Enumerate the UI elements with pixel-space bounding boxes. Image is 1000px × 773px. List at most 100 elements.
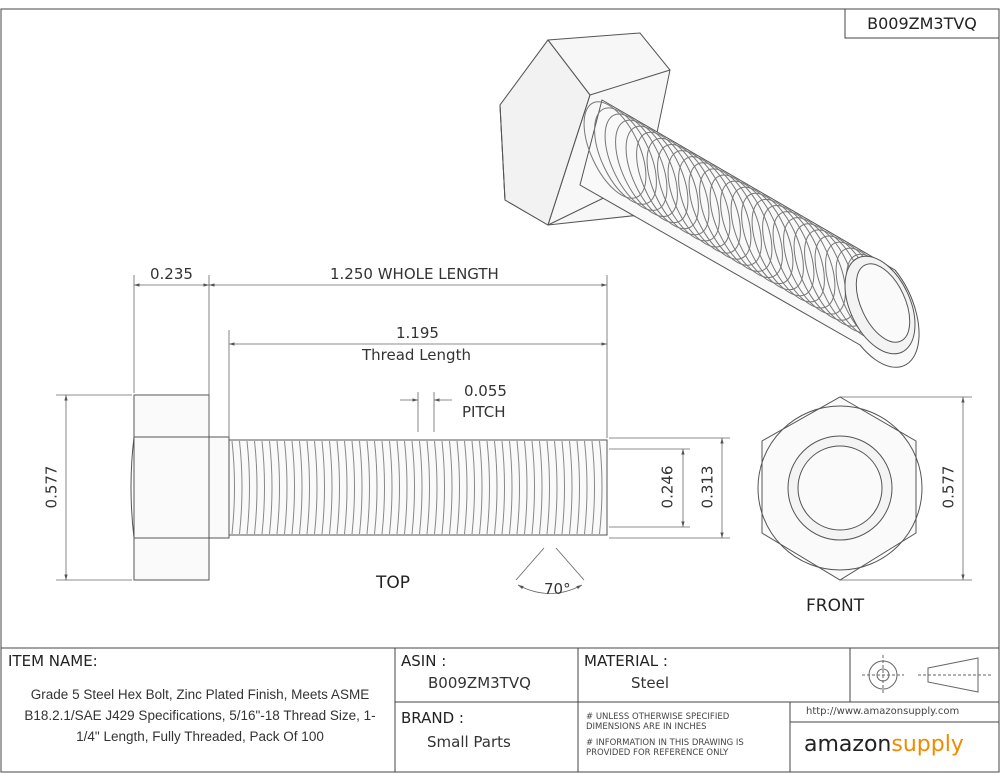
thread-line bbox=[509, 440, 513, 535]
thread-line bbox=[374, 440, 378, 535]
note-marker: # bbox=[586, 712, 594, 722]
thread-line bbox=[501, 440, 505, 535]
thread-line bbox=[261, 440, 265, 535]
thread-line bbox=[594, 107, 657, 205]
thread-line bbox=[441, 440, 445, 535]
head-width-top-dim: 0.577 bbox=[42, 465, 61, 509]
thread-line bbox=[396, 440, 400, 535]
thread-line bbox=[231, 440, 235, 535]
thread-line bbox=[411, 440, 415, 535]
thread-length-value: 1.195 bbox=[396, 324, 439, 342]
thread-line bbox=[569, 440, 573, 535]
thread-line bbox=[516, 440, 520, 535]
thread-line bbox=[434, 440, 438, 535]
thread-line bbox=[762, 204, 825, 303]
thread-line bbox=[688, 162, 752, 260]
pitch-value: 0.055 bbox=[464, 382, 507, 400]
thread-line bbox=[709, 174, 773, 272]
thread-line bbox=[531, 440, 535, 535]
thread-line bbox=[546, 440, 550, 535]
thread-line bbox=[657, 143, 720, 242]
thread-line bbox=[599, 440, 603, 535]
thread-line bbox=[246, 440, 250, 535]
thread-line bbox=[720, 180, 783, 279]
thread-line bbox=[269, 440, 273, 535]
thread-line bbox=[783, 217, 846, 315]
logo-amazon: amazon bbox=[804, 732, 892, 757]
reference-note-text: INFORMATION IN THIS DRAWING IS PROVIDED … bbox=[586, 738, 744, 758]
brand-label: BRAND : bbox=[401, 709, 464, 727]
thread-line bbox=[464, 440, 468, 535]
projection-symbol-icon bbox=[862, 655, 992, 695]
thread-line bbox=[321, 440, 325, 535]
logo-supply: supply bbox=[891, 732, 964, 757]
units-note-text: UNLESS OTHERWISE SPECIFIED DIMENSIONS AR… bbox=[586, 712, 730, 732]
thread-line bbox=[699, 168, 762, 266]
head-width-front-dim: 0.577 bbox=[939, 465, 958, 509]
thread-length-label: Thread Length bbox=[362, 346, 471, 364]
thread-line bbox=[524, 440, 528, 535]
thread-line bbox=[291, 440, 295, 535]
thread-line bbox=[284, 440, 288, 535]
title-block-grid bbox=[1, 647, 999, 772]
thread-line bbox=[554, 440, 558, 535]
thread-line bbox=[419, 440, 423, 535]
front-view-label: FRONT bbox=[806, 596, 865, 616]
thread-line bbox=[344, 440, 348, 535]
thread-line bbox=[254, 440, 258, 535]
thread-line bbox=[646, 137, 710, 236]
thread-line bbox=[584, 440, 588, 535]
thread-line bbox=[381, 440, 385, 535]
thread-line bbox=[494, 440, 498, 535]
thread-line bbox=[604, 113, 668, 211]
brand-value: Small Parts bbox=[427, 733, 511, 751]
thread-line bbox=[389, 440, 393, 535]
thread-line bbox=[299, 440, 303, 535]
reference-note: # INFORMATION IN THIS DRAWING IS PROVIDE… bbox=[586, 738, 786, 758]
thread-line bbox=[404, 440, 408, 535]
thread-angle-dim: 70° bbox=[544, 580, 571, 598]
material-label: MATERIAL : bbox=[584, 652, 668, 670]
thread-line bbox=[426, 440, 430, 535]
drawing-border bbox=[0, 8, 1000, 773]
thread-line bbox=[314, 440, 318, 535]
dimension-lines bbox=[56, 275, 972, 594]
major-diameter-dim: 0.313 bbox=[698, 465, 717, 509]
thread-line bbox=[793, 223, 857, 321]
thread-line bbox=[239, 440, 243, 535]
pitch-label: PITCH bbox=[462, 403, 506, 421]
thread-line bbox=[561, 440, 565, 535]
amazonsupply-logo: amazonsupply bbox=[804, 732, 964, 757]
thread-line bbox=[471, 440, 475, 535]
thread-line bbox=[456, 440, 460, 535]
thread-line bbox=[329, 440, 333, 535]
asin-value: B009ZM3TVQ bbox=[428, 674, 531, 692]
head-height-dim: 0.235 bbox=[150, 265, 193, 283]
thread-line bbox=[479, 440, 483, 535]
part-number-label: B009ZM3TVQ bbox=[867, 14, 977, 33]
thread-line bbox=[730, 186, 794, 285]
material-value: Steel bbox=[631, 674, 670, 692]
thread-line bbox=[276, 440, 280, 535]
thread-line bbox=[615, 119, 678, 218]
supplier-url[interactable]: http://www.amazonsupply.com bbox=[806, 706, 960, 717]
part-number-box bbox=[844, 8, 1000, 39]
thread-line bbox=[576, 440, 580, 535]
note-marker: # bbox=[586, 738, 594, 748]
whole-length-dim: 1.250 WHOLE LENGTH bbox=[330, 265, 499, 283]
thread-line bbox=[678, 156, 741, 254]
thread-line bbox=[449, 440, 453, 535]
front-view-bolt bbox=[757, 396, 923, 581]
isometric-bolt-view bbox=[499, 32, 920, 368]
thread-line bbox=[366, 440, 370, 535]
thread-line bbox=[306, 440, 310, 535]
thread-line bbox=[539, 440, 543, 535]
top-view-bolt bbox=[130, 394, 608, 581]
item-name-value: Grade 5 Steel Hex Bolt, Zinc Plated Fini… bbox=[24, 687, 376, 744]
thread-line bbox=[336, 440, 340, 535]
item-name-label: ITEM NAME: bbox=[8, 652, 98, 670]
thread-line bbox=[486, 440, 490, 535]
thread-line bbox=[667, 150, 731, 248]
thread-line bbox=[741, 192, 804, 291]
